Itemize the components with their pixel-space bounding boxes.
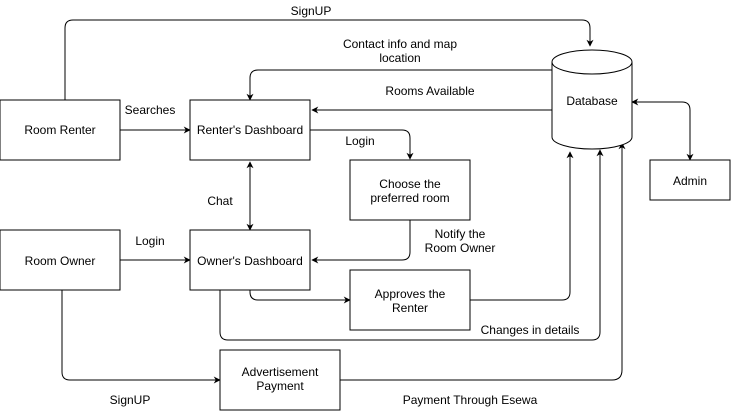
- edge-notify-owner: [311, 220, 411, 264]
- node-room-renter: Room Renter: [0, 99, 121, 161]
- edge-renter-login: [310, 129, 414, 160]
- choose-room-label-line1: Choose the: [379, 177, 441, 191]
- edge-payment-esewa: [340, 142, 626, 381]
- edge-changes-details: [219, 149, 604, 341]
- approves-label-line2: Renter: [392, 301, 428, 315]
- owners-dashboard-label: Owner's Dashboard: [197, 254, 303, 268]
- label-searches: Searches: [125, 103, 176, 117]
- edge-db-admin: [631, 98, 694, 161]
- label-signup-bottom: SignUP: [110, 393, 151, 407]
- advertisement-label-line1: Advertisement: [242, 365, 319, 379]
- label-notify-line2: Room Owner: [425, 241, 496, 255]
- approves-label-line1: Approves the: [375, 287, 446, 301]
- label-signup-top: SignUP: [291, 4, 332, 18]
- node-choose-room: Choose the preferred room: [349, 159, 471, 221]
- label-login-renter: Login: [345, 134, 374, 148]
- label-rooms-available: Rooms Available: [385, 84, 474, 98]
- edge-contact-info: [246, 69, 552, 101]
- node-advertisement-payment: Advertisement Payment: [219, 349, 341, 411]
- node-renters-dashboard: Renter's Dashboard: [189, 99, 311, 161]
- edge-owner-signup: [61, 290, 221, 384]
- node-room-owner: Room Owner: [0, 229, 121, 291]
- node-approves-renter: Approves the Renter: [349, 269, 471, 331]
- label-payment-esewa: Payment Through Esewa: [403, 393, 538, 407]
- label-login-owner: Login: [135, 234, 164, 248]
- label-chat: Chat: [207, 194, 233, 208]
- label-changes-in-details: Changes in details: [481, 323, 580, 337]
- room-renter-label: Room Renter: [24, 123, 95, 137]
- edge-approve-to-db: [470, 151, 574, 301]
- database-label: Database: [566, 94, 618, 108]
- admin-label: Admin: [673, 174, 707, 188]
- choose-room-label-line2: preferred room: [370, 191, 449, 205]
- renters-dashboard-label: Renter's Dashboard: [197, 123, 303, 137]
- room-owner-label: Room Owner: [25, 254, 96, 268]
- advertisement-label-line2: Payment: [256, 379, 304, 393]
- node-admin: Admin: [649, 159, 731, 201]
- edge-to-approve: [249, 290, 351, 304]
- label-contact-info-line2: location: [379, 51, 420, 65]
- edge-renter-signup: [64, 19, 594, 100]
- node-database: Database: [551, 49, 633, 150]
- label-notify-line1: Notify the: [435, 227, 486, 241]
- label-contact-info-line1: Contact info and map: [343, 37, 457, 51]
- node-owners-dashboard: Owner's Dashboard: [189, 229, 311, 291]
